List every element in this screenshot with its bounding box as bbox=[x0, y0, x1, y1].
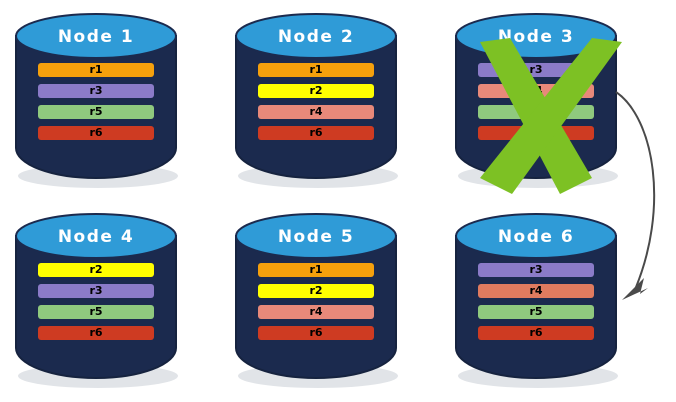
replica-bar[interactable]: r3 bbox=[38, 84, 154, 98]
replica-bar[interactable]: r5 bbox=[38, 105, 154, 119]
replica-bar[interactable]: r2 bbox=[258, 84, 374, 98]
replica-bar[interactable]: r6 bbox=[478, 126, 594, 140]
replica-bar[interactable]: r6 bbox=[38, 326, 154, 340]
cylinder-top-ellipse bbox=[455, 13, 617, 59]
cylinder-top-ellipse bbox=[455, 213, 617, 259]
replica-list: r1 r2 r4 r6 bbox=[258, 263, 374, 347]
replica-bar[interactable]: r3 bbox=[478, 263, 594, 277]
replica-bar[interactable]: r4 bbox=[478, 284, 594, 298]
replica-bar[interactable]: r5 bbox=[38, 305, 154, 319]
replica-bar[interactable]: r1 bbox=[38, 63, 154, 77]
arrow-head bbox=[622, 278, 648, 300]
replica-bar[interactable]: r4 bbox=[478, 84, 594, 98]
replica-bar[interactable]: r1 bbox=[258, 63, 374, 77]
replica-bar[interactable]: r4 bbox=[258, 105, 374, 119]
arrow-curve bbox=[615, 91, 656, 293]
replica-bar[interactable]: r5 bbox=[478, 305, 594, 319]
replica-list: r3 r4 r5 r6 bbox=[478, 263, 594, 347]
replica-bar[interactable]: r4 bbox=[258, 305, 374, 319]
replica-bar[interactable]: r3 bbox=[38, 284, 154, 298]
replica-bar[interactable]: r2 bbox=[38, 263, 154, 277]
replica-bar[interactable]: r5 bbox=[478, 105, 594, 119]
replica-list: r3 r4 r5 r6 bbox=[478, 63, 594, 147]
cylinder-top-ellipse bbox=[235, 13, 397, 59]
cylinder-top-ellipse bbox=[15, 213, 177, 259]
cylinder-top-ellipse bbox=[235, 213, 397, 259]
replica-bar[interactable]: r1 bbox=[258, 263, 374, 277]
replica-list: r2 r3 r5 r6 bbox=[38, 263, 154, 347]
replica-list: r1 r3 r5 r6 bbox=[38, 63, 154, 147]
replica-bar[interactable]: r6 bbox=[258, 126, 374, 140]
failover-arrow bbox=[615, 91, 656, 300]
replica-list: r1 r2 r4 r6 bbox=[258, 63, 374, 147]
replica-bar[interactable]: r3 bbox=[478, 63, 594, 77]
replica-bar[interactable]: r2 bbox=[258, 284, 374, 298]
replica-bar[interactable]: r6 bbox=[258, 326, 374, 340]
cylinder-top-ellipse bbox=[15, 13, 177, 59]
replica-bar[interactable]: r6 bbox=[38, 126, 154, 140]
replica-bar[interactable]: r6 bbox=[478, 326, 594, 340]
